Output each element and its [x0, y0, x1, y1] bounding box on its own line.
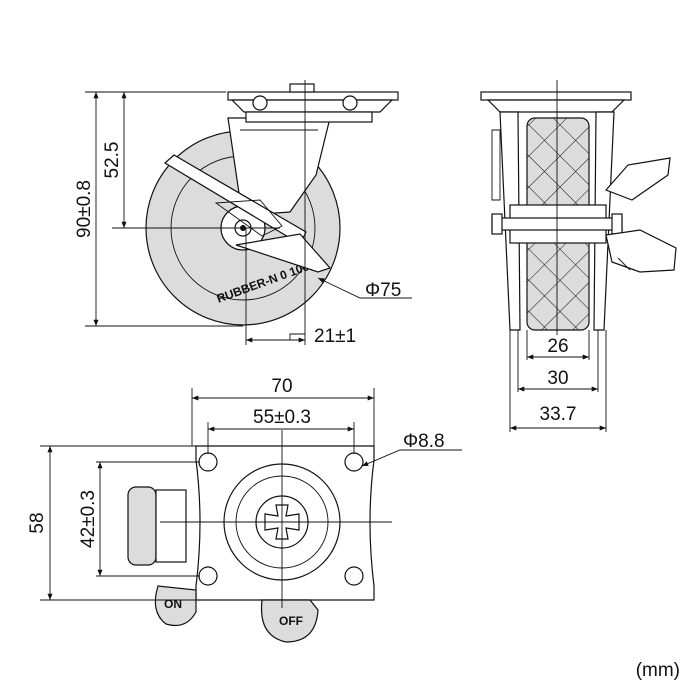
hole-bottom-right: [344, 566, 364, 586]
dim-plate-depth: 58: [27, 512, 48, 533]
dim-offset: 21±1: [314, 326, 356, 347]
front-brake-pedal: [604, 157, 671, 201]
unit-label: (mm): [636, 660, 680, 681]
top-view: ON OFF 70 55±0.3 Φ8.8 58 42±0.3: [27, 376, 462, 643]
front-top-plate: [480, 91, 632, 101]
dim-hole-spacing-y: 42±0.3: [78, 490, 99, 548]
dim-plate-width: 70: [271, 376, 292, 397]
dim-wheel-diameter: Φ75: [365, 280, 401, 301]
dim-hole-diameter: Φ8.8: [403, 431, 445, 452]
dim-tread-width: 26: [547, 336, 568, 357]
pedal-on: [154, 585, 197, 627]
dim-axle-height: 52.5: [102, 142, 123, 179]
hole-top-right: [344, 452, 364, 472]
dim-height-total: 90±0.8: [74, 180, 95, 238]
top-brake-shoe: [127, 486, 157, 566]
side-view: RUBBER-N 0 100 90±0.8 52.5 Φ75: [74, 80, 412, 347]
top-plate: [227, 91, 399, 101]
pedal-off: [260, 599, 319, 643]
dim-overall-width: 33.7: [540, 404, 577, 425]
dim-wheel-width: 30: [547, 368, 568, 389]
brake-lever: [163, 154, 307, 245]
dim-hole-spacing-x: 55±0.3: [253, 407, 311, 428]
pedal-off-label: OFF: [279, 614, 303, 628]
hole-bottom-left: [198, 566, 218, 586]
pedal-on-label: ON: [164, 597, 182, 611]
front-view: 26 30 33.7: [480, 80, 677, 432]
hole-top-left: [198, 452, 218, 472]
